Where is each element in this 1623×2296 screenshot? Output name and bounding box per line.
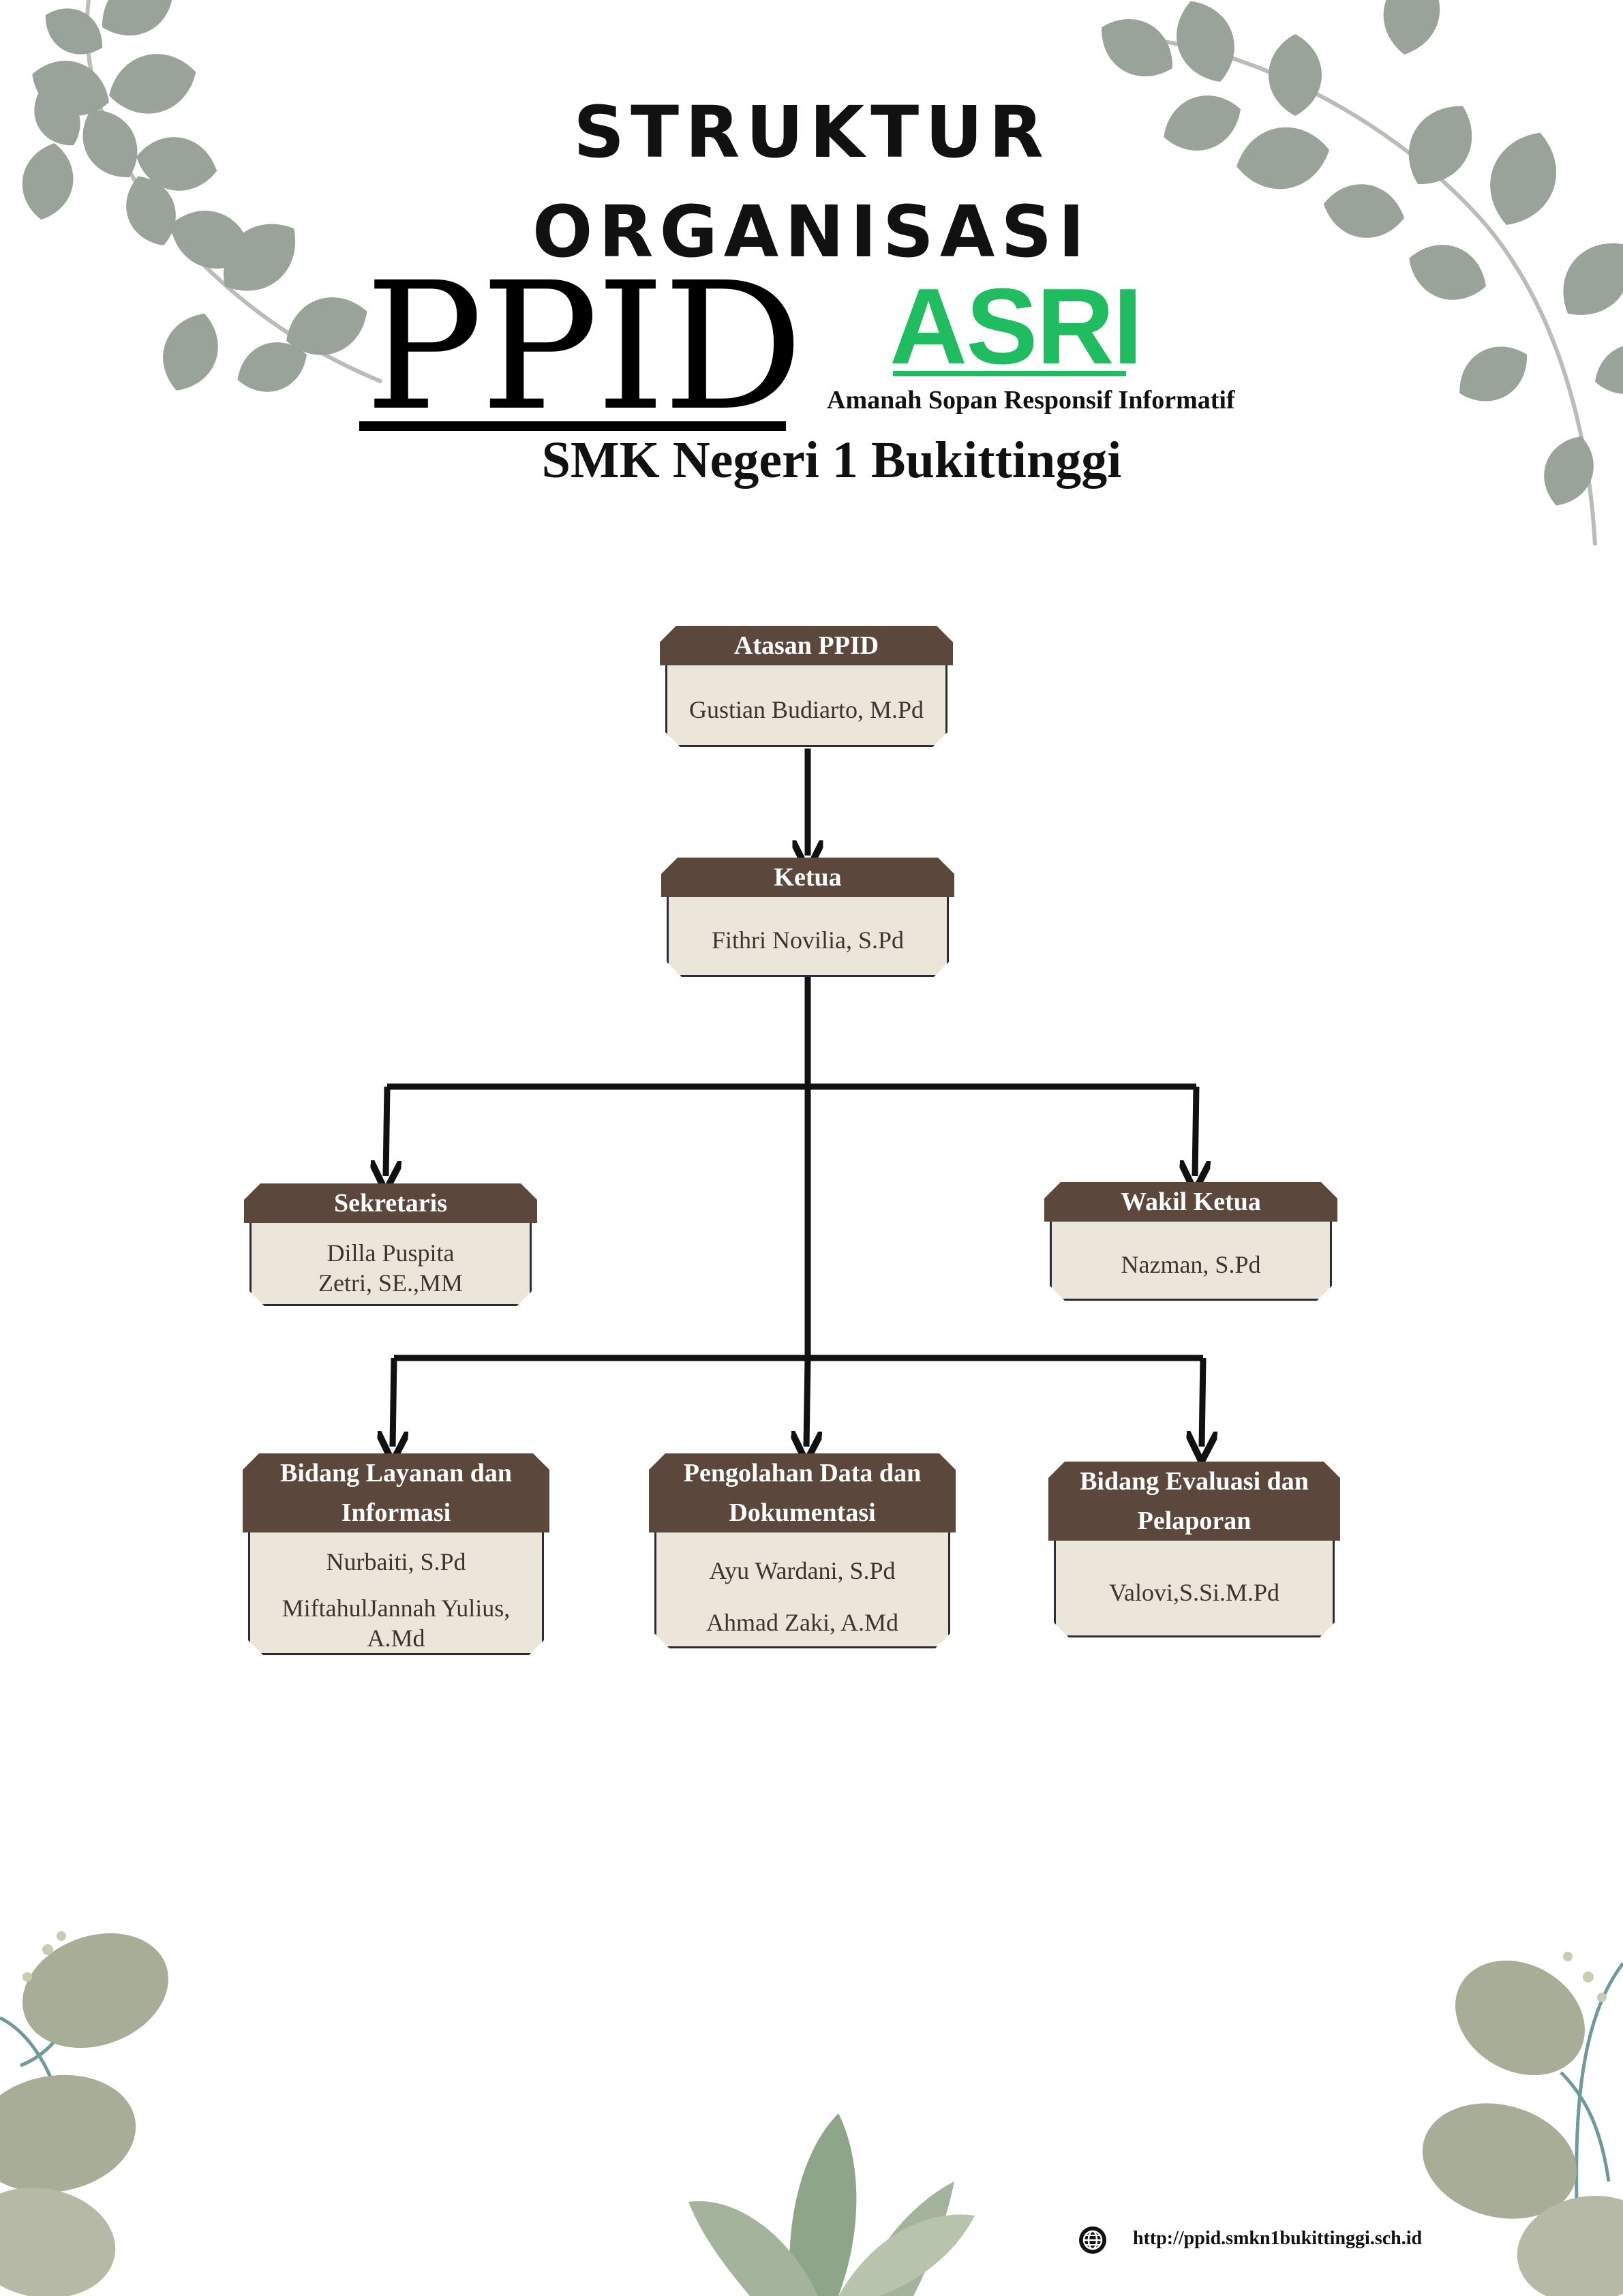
node-body: Nazman, S.Pd: [1050, 1222, 1332, 1301]
node-body: Gustian Budiarto, M.Pd: [665, 665, 947, 747]
node-body: Ayu Wardani, S.Pd Ahmad Zaki, A.Md: [654, 1532, 950, 1648]
brand-underline: [359, 421, 786, 431]
node-pengolahan-data: Pengolahan Data dan Dokumentasi Ayu Ward…: [649, 1453, 956, 1648]
globe-icon: [1079, 2226, 1106, 2254]
top-right-branch: [1088, 0, 1623, 546]
node-bidang-layanan: Bidang Layanan dan Informasi Nurbaiti, S…: [243, 1453, 549, 1655]
member-name: Nurbaiti, S.Pd: [326, 1547, 466, 1575]
node-body: Valovi,S.Si.M.Pd: [1054, 1541, 1335, 1637]
brand-ppid: PPID: [365, 245, 804, 449]
node-title: Bidang Evaluasi dan Pelaporan: [1048, 1462, 1340, 1541]
member-name: Ayu Wardani, S.Pd: [709, 1556, 896, 1584]
brand-tagline: Amanah Sopan Responsif Informatif: [827, 386, 1235, 414]
member-name: Ahmad Zaki, A.Md: [706, 1608, 898, 1636]
bottom-center-plant: [688, 2113, 975, 2296]
node-bidang-evaluasi: Bidang Evaluasi dan Pelaporan Valovi,S.S…: [1048, 1462, 1340, 1637]
node-sekretaris: Sekretaris Dilla Puspita Zetri, SE.,MM: [244, 1183, 537, 1306]
member-name: Valovi,S.Si.M.Pd: [1108, 1578, 1280, 1606]
member-name: Gustian Budiarto, M.Pd: [688, 695, 924, 723]
connector-sekretaris: [386, 1086, 387, 1176]
connector-wakil: [1195, 1086, 1196, 1176]
member-name: Zetri, SE.,MM: [318, 1269, 463, 1297]
node-title: Ketua: [661, 858, 954, 897]
footer-url-link[interactable]: http://ppid.smkn1bukittinggi.sch.id: [1133, 2228, 1423, 2249]
brand-asri-underline: [893, 371, 1126, 376]
node-title: Atasan PPID: [660, 626, 953, 665]
node-wakil-ketua: Wakil Ketua Nazman, S.Pd: [1044, 1182, 1337, 1301]
title-line-1: STRUKTUR: [573, 91, 1050, 174]
node-body: Nurbaiti, S.Pd MiftahulJannah Yulius, A.…: [248, 1532, 544, 1655]
connector-layanan: [393, 1357, 394, 1447]
connector-pengolahan: [806, 1357, 808, 1447]
member-name: Nazman, S.Pd: [1121, 1250, 1261, 1278]
institution-name: SMK Negeri 1 Bukittinggi: [541, 432, 1122, 489]
member-name: Fithri Novilia, S.Pd: [711, 926, 905, 954]
node-title: Pengolahan Data dan Dokumentasi: [649, 1453, 956, 1532]
node-body: Fithri Novilia, S.Pd: [667, 897, 949, 977]
connector-evaluasi: [1202, 1357, 1203, 1447]
brand-asri: ASRI: [890, 267, 1142, 387]
top-left-branch: [16, 0, 383, 402]
node-body: Dilla Puspita Zetri, SE.,MM: [249, 1223, 532, 1306]
node-ketua: Ketua Fithri Novilia, S.Pd: [661, 858, 954, 977]
bottom-left-plant: [0, 1931, 168, 2296]
member-name: A.Md: [367, 1624, 425, 1652]
node-title: Wakil Ketua: [1044, 1182, 1337, 1222]
node-title: Bidang Layanan dan Informasi: [243, 1453, 549, 1532]
node-atasan-ppid: Atasan PPID Gustian Budiarto, M.Pd: [660, 626, 953, 747]
title-line-2: ORGANISASI: [532, 190, 1091, 273]
member-name: MiftahulJannah Yulius,: [282, 1594, 511, 1622]
node-title: Sekretaris: [244, 1183, 537, 1223]
member-name: Dilla Puspita: [327, 1239, 455, 1267]
bottom-right-plant: [1422, 1952, 1623, 2296]
